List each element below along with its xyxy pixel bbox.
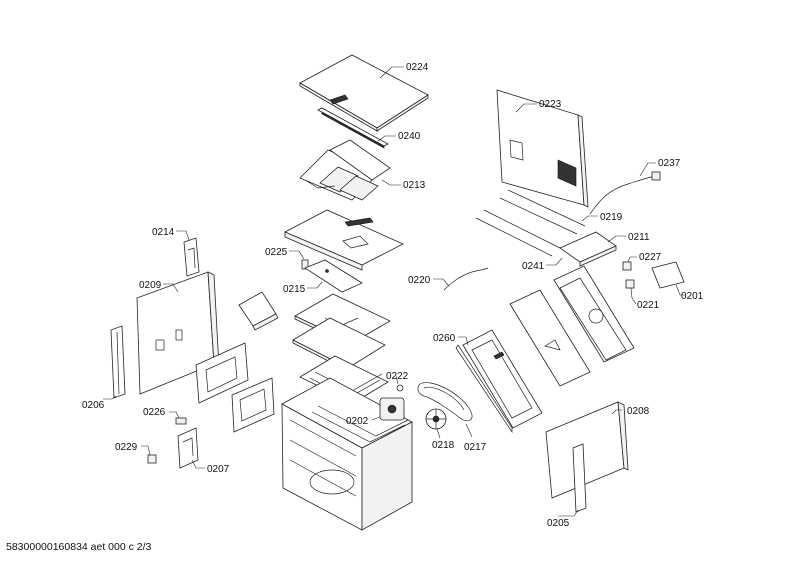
label-0206: 0206 bbox=[82, 400, 105, 411]
label-0223: 0223 bbox=[539, 99, 562, 110]
label-0219: 0219 bbox=[600, 212, 623, 223]
part-small-clips bbox=[147, 417, 199, 469]
part-0211-bracket bbox=[559, 231, 617, 267]
part-0223-back-panel bbox=[496, 89, 589, 208]
label-0209: 0209 bbox=[139, 280, 162, 291]
label-0237: 0237 bbox=[658, 158, 681, 169]
leader-lines bbox=[103, 66, 686, 517]
label-0211: 0211 bbox=[628, 232, 650, 243]
part-0260-gasket-and-inner-door bbox=[455, 329, 543, 434]
part-0202-fan-motor bbox=[379, 397, 405, 421]
label-0218: 0218 bbox=[432, 440, 455, 451]
document-id: 58300000160834 aet 000 c 2/3 bbox=[6, 541, 152, 553]
part-top-panel bbox=[284, 209, 404, 271]
part-0205-rail bbox=[572, 443, 587, 513]
callout-labels: 0224 0223 0240 0213 0237 0219 0211 0241 … bbox=[82, 62, 704, 529]
part-0215-plate bbox=[304, 259, 363, 293]
part-0240-strip bbox=[317, 107, 389, 149]
label-0217: 0217 bbox=[464, 442, 487, 453]
label-0215: 0215 bbox=[283, 284, 306, 295]
part-main-cavity bbox=[281, 377, 413, 531]
part-0214-bracket bbox=[183, 237, 200, 277]
label-0221: 0221 bbox=[637, 300, 660, 311]
part-0222 bbox=[396, 384, 404, 392]
label-0227: 0227 bbox=[639, 252, 662, 263]
label-0205: 0205 bbox=[547, 518, 570, 529]
part-0220-wire bbox=[443, 267, 489, 291]
part-0218-fan-wheel bbox=[425, 408, 447, 430]
label-0208: 0208 bbox=[627, 406, 650, 417]
part-0208-rear-panel bbox=[545, 401, 629, 499]
part-0213-bracket bbox=[299, 139, 391, 201]
part-0217-heating-element bbox=[417, 382, 473, 422]
part-0206-rail bbox=[110, 325, 126, 399]
label-0220: 0220 bbox=[408, 275, 431, 286]
part-frame-panels bbox=[195, 342, 275, 433]
label-0229: 0229 bbox=[115, 442, 138, 453]
label-0240: 0240 bbox=[398, 131, 421, 142]
label-0214: 0214 bbox=[152, 227, 175, 238]
label-0207: 0207 bbox=[207, 464, 230, 475]
part-0219-0241-rods bbox=[475, 189, 586, 257]
label-0202: 0202 bbox=[346, 416, 369, 427]
part-0237-cable bbox=[589, 171, 661, 215]
part-0225 bbox=[301, 259, 309, 270]
label-0241: 0241 bbox=[522, 261, 545, 272]
part-door-panels bbox=[509, 265, 635, 387]
part-shelf-bracket bbox=[238, 291, 279, 331]
label-0222: 0222 bbox=[386, 371, 409, 382]
part-0227-0221-0201-switches bbox=[622, 261, 685, 289]
label-0260: 0260 bbox=[433, 333, 456, 344]
label-0201: 0201 bbox=[681, 291, 704, 302]
label-0225: 0225 bbox=[265, 247, 288, 258]
label-0224: 0224 bbox=[406, 62, 429, 73]
label-0226: 0226 bbox=[143, 407, 166, 418]
label-0213: 0213 bbox=[403, 180, 426, 191]
part-middle-plates bbox=[292, 293, 391, 404]
part-0224-top-cover bbox=[299, 54, 429, 132]
